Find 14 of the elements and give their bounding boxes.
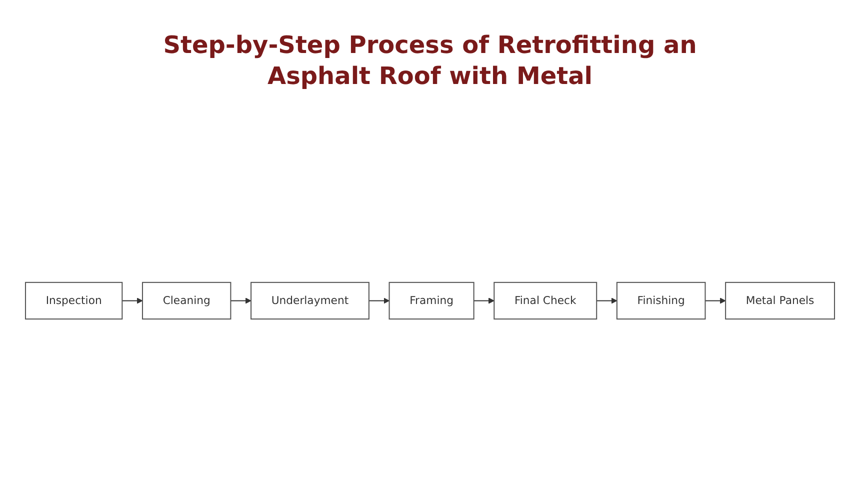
arrow [368, 298, 390, 304]
node-box: Cleaning [142, 282, 232, 320]
node-box: Final Check [494, 282, 598, 320]
diagram-title: Step-by-Step Process of Retrofitting an Asphalt Roof with Metal [162, 30, 698, 92]
arrow [705, 298, 726, 304]
node-box: Underlayment [250, 282, 370, 320]
node-box: Framing [388, 282, 474, 320]
node-box: Finishing [616, 282, 706, 320]
node-box: Inspection [24, 282, 123, 320]
node-box: Metal Panels [725, 282, 836, 320]
arrow [122, 298, 143, 304]
arrow [596, 298, 618, 304]
arrow [230, 298, 252, 304]
arrow [474, 298, 494, 304]
